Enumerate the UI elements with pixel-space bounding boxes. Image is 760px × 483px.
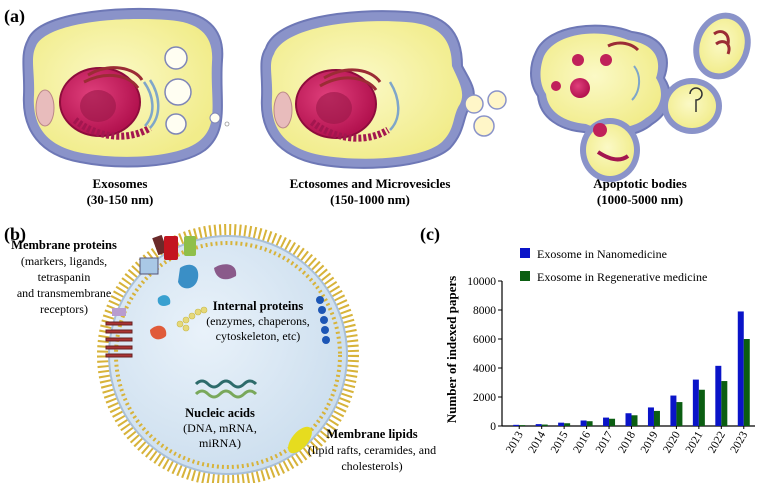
bar-nanomedicine-2021 [692,379,699,426]
y-tick-label: 8000 [473,305,496,317]
papers-bar-chart: 0 2000 4000 6000 8000 10000 Number of indexed … [444,247,755,455]
internal-proteins-line: (enzymes, chaperons, [206,314,310,328]
bar-regenerative-2018 [631,415,638,426]
x-tick-label: 2021 [684,429,706,455]
ectosome-size: (150-1000 nm) [330,192,410,207]
legend-label: Exosome in Nanomedicine [537,247,667,261]
membrane-proteins-line: and transmembrane [17,286,111,300]
bar-regenerative-2019 [653,410,660,426]
panel-b-label: (b) [4,224,26,245]
legend-swatch [520,248,530,258]
bar-nanomedicine-2018 [625,413,632,426]
y-tick-label: 0 [490,421,496,433]
bar-nanomedicine-2023 [737,311,744,426]
x-tick-label: 2020 [661,429,683,455]
ectosome-name: Ectosomes and Microvesicles [290,176,451,191]
x-tick-label: 2016 [571,429,593,455]
apoptotic-name: Apoptotic bodies [593,176,687,191]
bar-nanomedicine-2014 [535,424,542,426]
x-tick-label: 2014 [526,429,548,455]
legend-swatch [520,271,530,281]
bar-nanomedicine-2015 [558,422,565,426]
bar-regenerative-2015 [564,423,571,426]
bar-regenerative-2014 [541,424,548,426]
membrane-lipids-line: (lipid rafts, ceramides, and [308,443,436,457]
exosome-name: Exosomes [93,176,148,191]
internal-proteins-line: cytoskeleton, etc) [216,329,301,343]
x-tick-label: 2019 [639,429,661,455]
membrane-proteins-line: (markers, ligands, [21,254,107,268]
y-tick-label: 6000 [473,334,496,346]
y-axis-title: Number of indexed papers [444,276,459,423]
nucleic-acids-line: miRNA) [199,436,241,450]
exosome-cell-illustration [22,8,230,168]
bar-regenerative-2023 [743,339,750,426]
panel-a-label: (a) [4,6,25,27]
bar-regenerative-2016 [586,421,593,426]
membrane-proteins-line: receptors) [40,302,88,316]
x-tick-label: 2015 [549,429,571,455]
bar-nanomedicine-2019 [647,407,654,426]
x-tick-label: 2017 [594,429,616,455]
apoptotic-size: (1000-5000 nm) [597,192,683,207]
membrane-lipids-title: Membrane lipids [326,427,417,441]
bar-nanomedicine-2022 [715,365,722,426]
x-tick-label: 2022 [706,429,728,455]
bar-regenerative-2020 [676,402,683,426]
bar-nanomedicine-2017 [603,417,610,426]
ectosome-cell-illustration [260,10,507,169]
bar-nanomedicine-2013 [513,424,520,426]
bar-nanomedicine-2020 [670,395,677,426]
exosome-size: (30-150 nm) [87,192,154,207]
panel-c-label: (c) [420,224,440,245]
bar-regenerative-2013 [519,425,526,426]
y-tick-label: 10000 [467,276,496,288]
bar-nanomedicine-2016 [580,420,587,426]
y-tick-label: 2000 [473,392,496,404]
membrane-lipids-line: cholesterols) [341,459,402,473]
internal-proteins-title: Internal proteins [213,299,304,313]
y-tick-label: 4000 [473,363,496,375]
x-tick-label: 2018 [616,429,638,455]
x-tick-label: 2013 [504,429,526,455]
bar-regenerative-2017 [609,418,616,426]
bar-regenerative-2022 [721,381,728,426]
nucleic-acids-line: (DNA, mRNA, [183,421,257,435]
exosome-structure-illustration [97,224,359,483]
membrane-proteins-line: tetraspanin [38,270,91,284]
membrane-proteins-title: Membrane proteins [11,238,117,252]
bar-regenerative-2021 [698,389,705,426]
legend-label: Exosome in Regenerative medicine [537,270,707,284]
x-tick-label: 2023 [728,429,750,455]
apoptotic-cell-illustration [530,12,751,182]
nucleic-acids-title: Nucleic acids [185,406,255,420]
